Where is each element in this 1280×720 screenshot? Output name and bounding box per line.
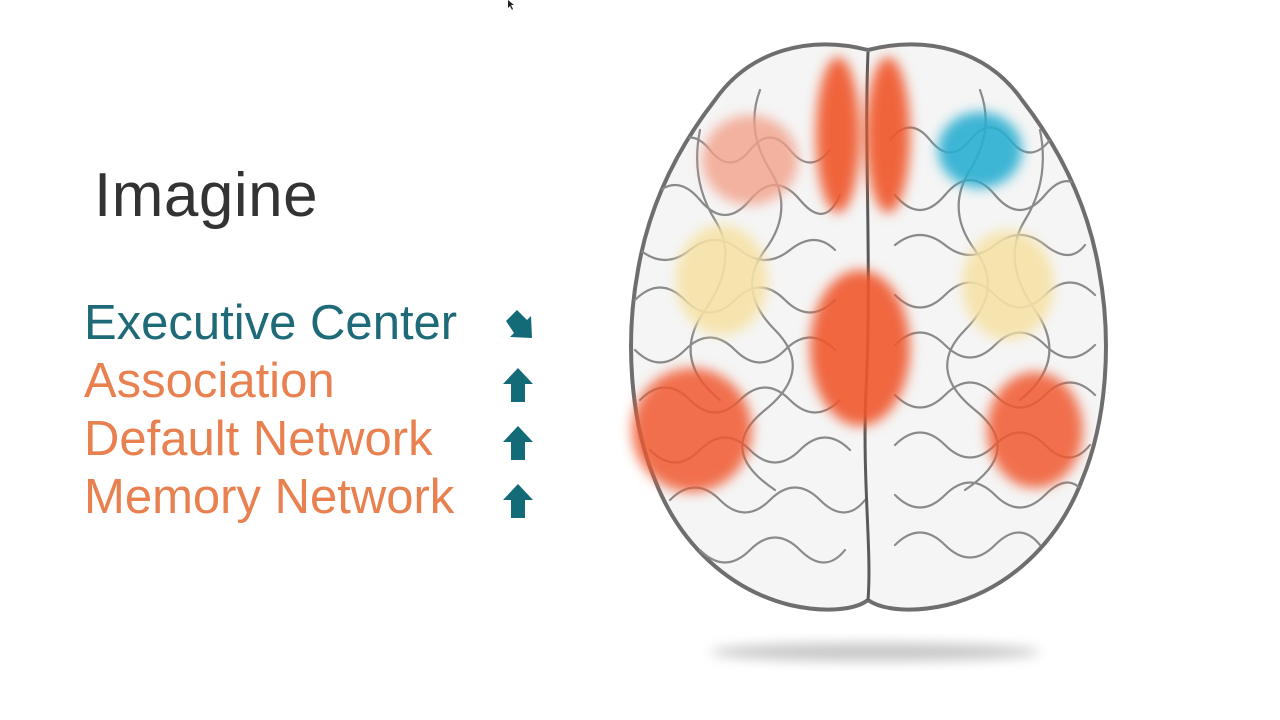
list-item-association: Association bbox=[84, 352, 554, 410]
region-parietal-left bbox=[632, 368, 752, 492]
mouse-cursor-icon bbox=[508, 0, 514, 10]
region-center bbox=[810, 270, 910, 426]
arrow-up-icon bbox=[503, 426, 533, 460]
arrow-up-icon bbox=[503, 368, 533, 402]
network-list: Executive Center Association Default Net… bbox=[84, 294, 554, 526]
brain-highlights bbox=[632, 57, 1083, 492]
arrow-down-right-icon bbox=[506, 310, 532, 338]
region-yellow-left bbox=[676, 225, 768, 335]
list-item-default-network: Default Network bbox=[84, 410, 554, 468]
item-label: Default Network bbox=[84, 412, 433, 466]
list-item-executive-center: Executive Center bbox=[84, 294, 554, 352]
item-label: Memory Network bbox=[84, 470, 455, 524]
brain-illustration bbox=[629, 42, 1108, 661]
item-label: Executive Center bbox=[84, 296, 458, 350]
region-yellow-right bbox=[962, 230, 1054, 340]
arrow-up-icon bbox=[503, 484, 533, 518]
region-blue bbox=[938, 112, 1022, 188]
region-frontal-right bbox=[866, 57, 910, 213]
brain-shadow bbox=[710, 643, 1040, 661]
region-parietal-right bbox=[987, 372, 1083, 488]
region-frontal-left bbox=[816, 57, 860, 213]
region-salmon bbox=[702, 115, 798, 205]
item-label: Association bbox=[84, 354, 335, 408]
slide-title: Imagine bbox=[94, 161, 319, 230]
list-item-memory-network: Memory Network bbox=[84, 468, 554, 526]
